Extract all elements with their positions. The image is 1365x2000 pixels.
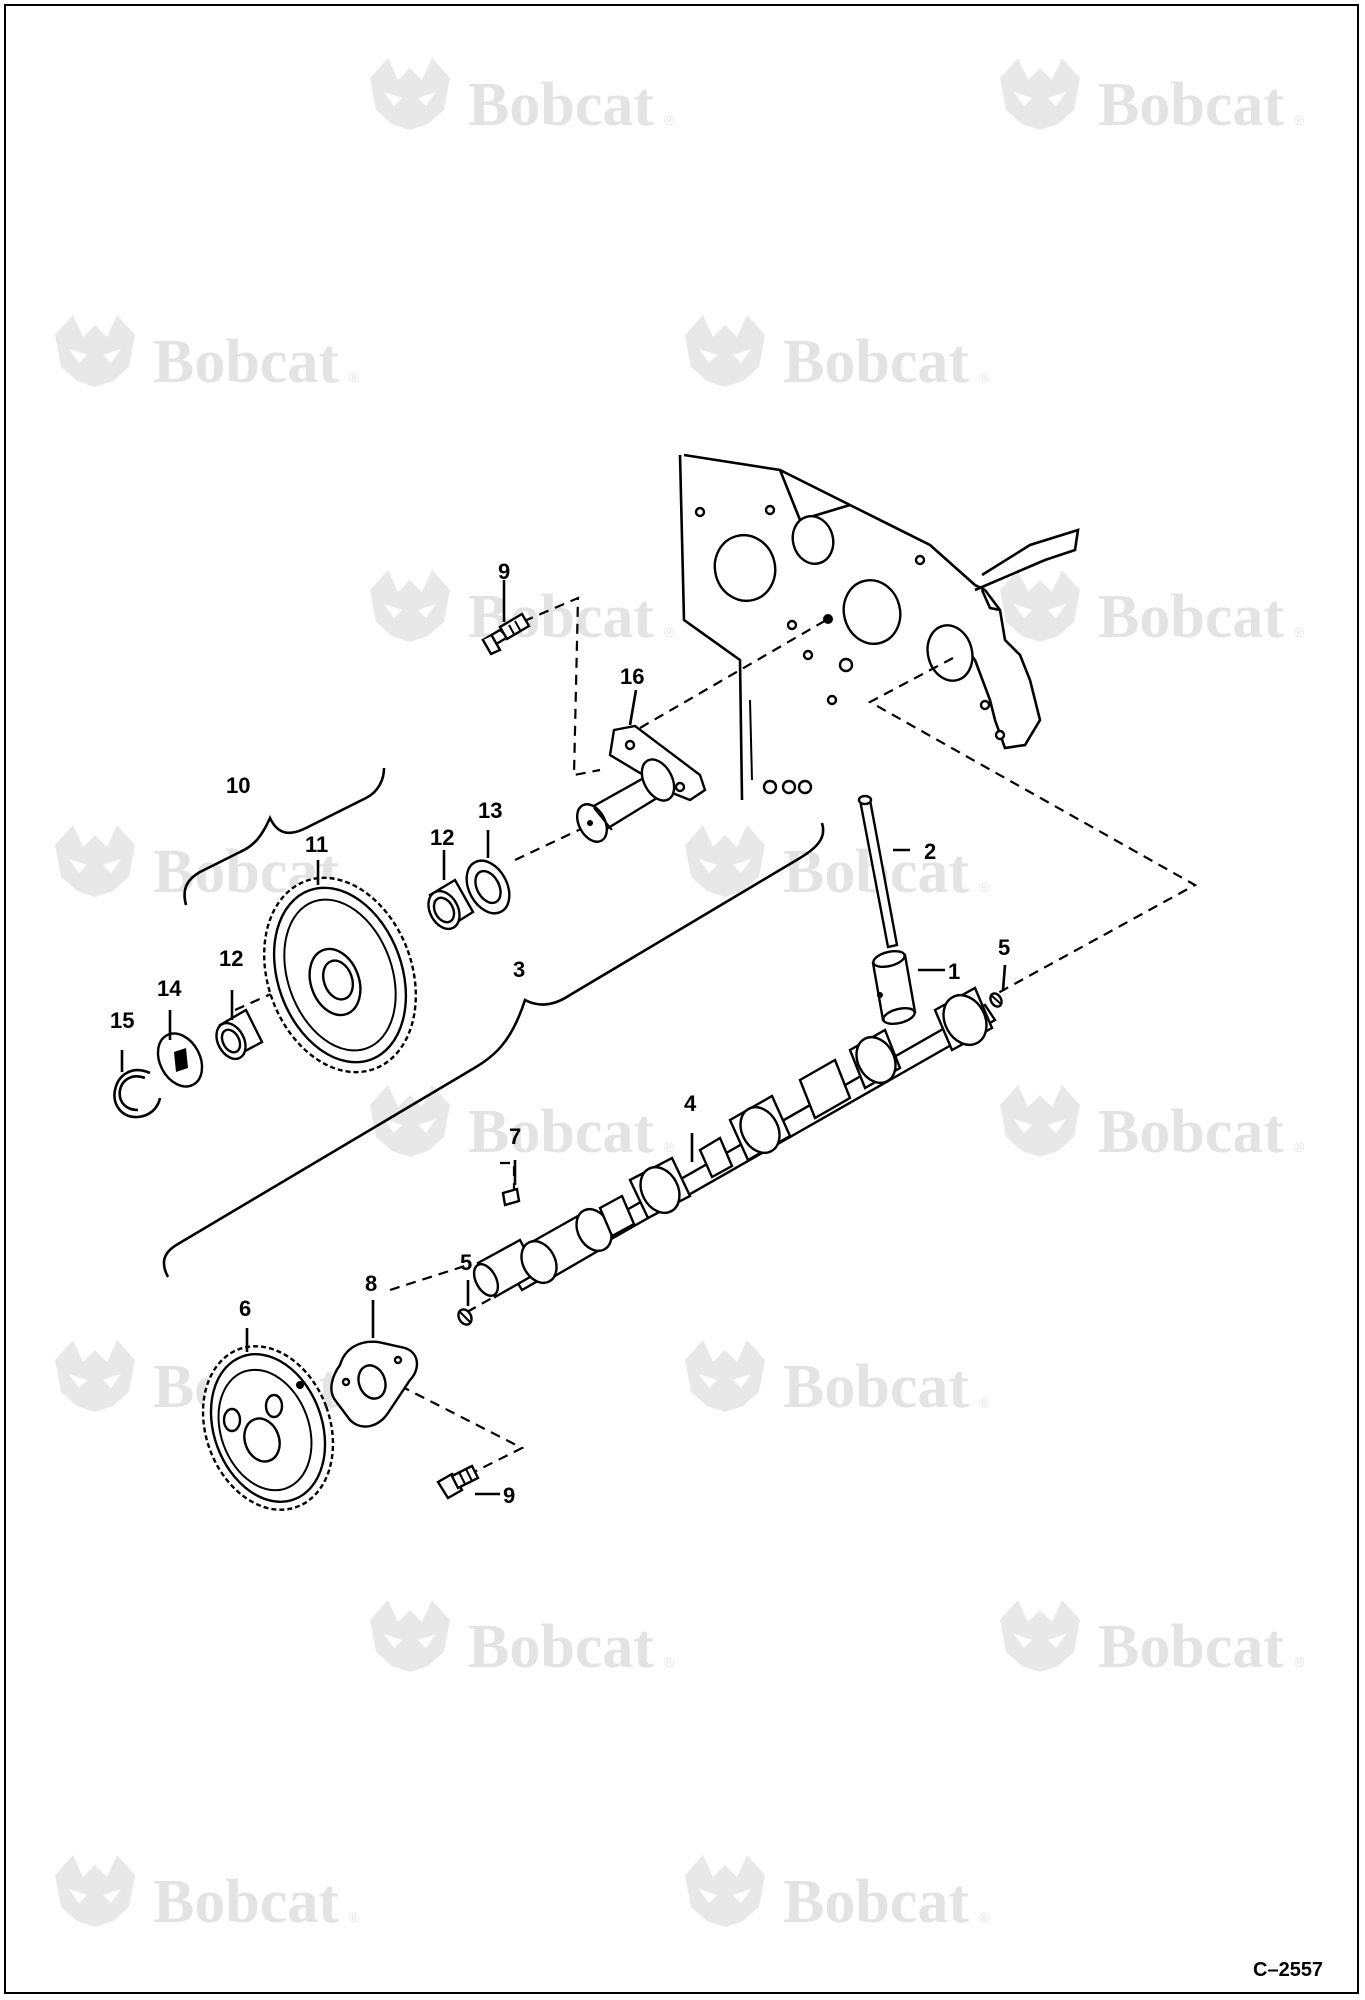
key-7 (501, 1187, 521, 1207)
callout-14: 14 (157, 976, 182, 1001)
watermark-text: Bobcat (468, 1098, 654, 1166)
watermark-text: Bobcat (783, 1868, 969, 1936)
callout-15: 15 (110, 1008, 134, 1033)
svg-text:®: ® (979, 879, 990, 895)
watermark-text: Bobcat (468, 1613, 654, 1681)
callout-7: 7 (509, 1124, 521, 1149)
leader-lines (120, 580, 1007, 1496)
bolt-top (480, 612, 531, 656)
watermark-text: Bobcat (1098, 1098, 1284, 1166)
watermark-text: Bobcat (783, 1353, 969, 1421)
svg-text:®: ® (1294, 624, 1305, 640)
watermark-text: Bobcat (1098, 583, 1284, 651)
watermark-text: Bobcat (783, 328, 969, 396)
svg-text:®: ® (349, 1909, 360, 1925)
watermark-text: Bobcat (468, 71, 654, 139)
push-rod-2 (857, 794, 899, 949)
callout-10: 10 (226, 773, 250, 798)
watermark-text: Bobcat (1098, 1613, 1284, 1681)
callout-1: 1 (948, 959, 960, 984)
tappet-1 (871, 949, 917, 1026)
callout-8: 8 (365, 1271, 377, 1296)
plug-5-lower (457, 1308, 473, 1326)
bushing-12-lower (215, 1008, 264, 1061)
svg-text:®: ® (979, 1909, 990, 1925)
snap-ring-15 (113, 1068, 162, 1119)
callout-12-upper: 12 (430, 825, 454, 850)
plug-5-upper (989, 992, 1003, 1008)
svg-text:®: ® (1294, 112, 1305, 128)
callout-16: 16 (620, 664, 644, 689)
svg-text:®: ® (664, 112, 675, 128)
thrust-plate-8 (330, 1340, 419, 1428)
camshaft-4 (472, 986, 997, 1299)
thrust-plate-14 (156, 1032, 204, 1088)
svg-text:®: ® (664, 624, 675, 640)
callout-2: 2 (924, 839, 936, 864)
watermark-text: Bobcat (153, 1868, 339, 1936)
idler-shaft-16 (575, 724, 707, 843)
svg-text:®: ® (979, 1394, 990, 1410)
thrust-washer-13 (465, 859, 511, 915)
camshaft-gear-6 (201, 1345, 335, 1511)
svg-text:®: ® (979, 369, 990, 385)
bolt-bottom (436, 1464, 480, 1500)
engine-front-plate (678, 453, 1080, 801)
callout-3: 3 (513, 957, 525, 982)
callout-13: 13 (478, 798, 502, 823)
svg-text:®: ® (664, 1654, 675, 1670)
svg-text:®: ® (349, 369, 360, 385)
callout-5-top: 5 (998, 935, 1010, 960)
svg-text:®: ® (664, 1139, 675, 1155)
bushing-12-upper (427, 878, 475, 931)
callout-6: 6 (239, 1296, 251, 1321)
svg-text:®: ® (1294, 1139, 1305, 1155)
figure-number: C–2557 (1253, 1959, 1323, 1981)
callout-9-top: 9 (498, 559, 510, 584)
watermark-text: Bobcat (1098, 71, 1284, 139)
brace-3 (162, 822, 825, 1278)
watermark-texts: Bobcat Bobcat Bobcat Bobcat Bobcat Bobca… (153, 71, 1284, 1936)
page-frame (4, 4, 1359, 1994)
callout-11: 11 (305, 832, 328, 857)
brace-10 (183, 767, 386, 906)
callout-5-bottom: 5 (460, 1250, 472, 1275)
svg-text:®: ® (1294, 1654, 1305, 1670)
callout-labels: 1 2 3 4 5 5 6 7 8 9 9 10 11 12 12 13 14 … (110, 559, 1010, 1508)
watermark-text: Bobcat (153, 328, 339, 396)
callout-9-bottom: 9 (503, 1483, 515, 1508)
callout-4: 4 (684, 1091, 697, 1116)
watermark-registered-marks: ® ® ® ® ® ® ® ® ® ® ® ® ® ® ® ® (349, 112, 1305, 1925)
idler-gear-11 (262, 876, 418, 1074)
callout-12-lower: 12 (219, 946, 243, 971)
assembly-lines (234, 596, 1198, 1479)
